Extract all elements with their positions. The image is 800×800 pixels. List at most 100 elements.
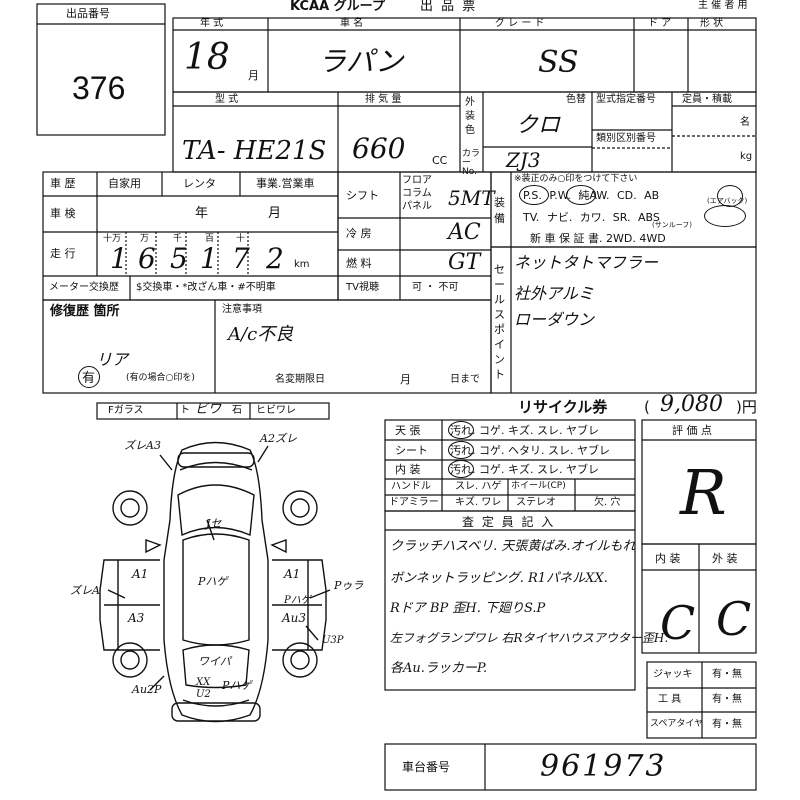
jack-value: 有・無 (712, 669, 742, 680)
handle-options: スレ. ハゲ (455, 481, 502, 492)
glass-stone: 石 (232, 405, 242, 416)
exterior-rating-value: C (716, 592, 752, 646)
tv-value: 可 ・ 不可 (412, 282, 459, 293)
org-name: KCAA グループ (290, 0, 385, 14)
shift-panel: パネル (402, 201, 432, 212)
fuel-value: GT (448, 250, 481, 275)
diagram-mark-15: Pハゲ (222, 679, 252, 692)
inspector-line-1: クラッチハスベリ. 天張黄ばみ.オイルもれ (390, 539, 636, 554)
inspector-line-5: 各Au.ラッカーP. (390, 661, 488, 676)
seat-label: シート (395, 444, 428, 457)
recycle-open: ( (644, 398, 650, 416)
unit-100k: 十万 (103, 234, 122, 244)
displacement-value: 660 (352, 132, 406, 165)
abs-circle (704, 205, 746, 227)
rating-value: R (680, 456, 727, 529)
spare-tire-label: スペアタイヤ (650, 719, 704, 729)
mileage-digit-2: 6 (138, 242, 156, 275)
mileage-digit-5: 7 (232, 242, 250, 275)
diagram-mark-7: Au3 (282, 611, 307, 625)
stereo-label: ステレオ (516, 497, 556, 508)
interior-label: 内 装 (395, 463, 421, 476)
glass-to: ト (180, 405, 190, 416)
diagram-mark-8: ズレA (70, 584, 100, 597)
ceiling-label: 天 張 (395, 424, 421, 437)
organizer-label: 主 催 者 用 (698, 0, 748, 11)
chassis-label: 車台番号 (402, 760, 451, 774)
spare-tire-value: 有・無 (712, 719, 742, 730)
deadline-label: 名変期限日 (275, 374, 325, 385)
year-value: 18 (184, 37, 230, 78)
shift-floor: フロア (402, 175, 432, 186)
inspection-year-unit: 年 (195, 206, 209, 221)
wheel-label: ホイール(CP) (511, 481, 566, 491)
diagram-mark-2: A2ズレ (260, 432, 297, 445)
cc-unit: CC (432, 154, 448, 167)
glass-mark: ビワ (195, 402, 222, 417)
color-code-value: ZJ3 (506, 148, 541, 172)
chassis-value: 961973 (540, 749, 667, 784)
kg-unit: kg (740, 151, 753, 162)
exterior-color-label: 外装色 (465, 97, 475, 136)
diagram-mark-10: Pハゲ (198, 575, 228, 588)
mirror-options: キズ. ワレ (455, 497, 502, 508)
repair-history-label: 修復歴 箇所 (50, 304, 120, 319)
jack-label: ジャッキ (653, 669, 693, 680)
inspector-line-2: ボンネットラッピング. R1パネルXX. (390, 571, 608, 586)
displacement-label: 排 気 量 (365, 94, 402, 105)
document-title: 出 品 票 (420, 0, 478, 14)
inspector-line-3: Rドア BP 歪H. 下廻りS.P (390, 601, 546, 616)
inspector-label: 査 定 員 記 入 (462, 515, 556, 529)
unit-1k: 千 (173, 234, 183, 244)
unit-100: 百 (205, 234, 215, 244)
color-change-label: 色替 (566, 94, 586, 105)
seat-options: 汚れ. コゲ. ヘタリ. スレ. ヤブレ (450, 444, 610, 457)
color-no-label: カラーNo. (462, 149, 481, 177)
handle-label: ハンドル (391, 481, 431, 492)
meter-options: $交換車・*改ざん車・#不明車 (136, 282, 276, 293)
pw-circle (566, 185, 596, 205)
equipment-note: ※装正のみ○印をつけて下さい (514, 174, 638, 184)
shift-column: コラム (402, 188, 432, 199)
deadline-month: 月 (400, 373, 411, 386)
model-name-value: ラパン (318, 45, 404, 78)
body-shape-label: 形 状 (700, 18, 724, 29)
history-private: 自家用 (108, 177, 141, 190)
unit-10: 十 (236, 234, 246, 244)
ceiling-options: 汚れ. コゲ. キズ. スレ. ヤブレ (450, 424, 599, 437)
glass-crack: ヒビワレ (256, 405, 296, 416)
stereo-options: 欠. 穴 (594, 497, 621, 508)
sunroof-sub: (サンルーフ) (652, 221, 693, 229)
class-number-label: 類別区別番号 (596, 133, 656, 144)
seat-circle (448, 441, 474, 459)
capacity-label: 定員・積載 (682, 94, 732, 105)
exterior-rating-label: 外 装 (712, 552, 738, 565)
history-business: 事業.営業車 (256, 177, 315, 190)
diagram-mark-5: A1 (284, 567, 301, 581)
equipment-label: 装備 (494, 196, 505, 225)
interior-rating-value: C (660, 596, 696, 650)
diagram-mark-16: Au2P (132, 683, 162, 696)
interior-options: 汚れ. コゲ. キズ. スレ. ヤブレ (450, 463, 599, 476)
type-approval-label: 型式指定番号 (596, 94, 656, 105)
inspection-label: 車 検 (50, 207, 76, 220)
tv-label: TV視聴 (346, 282, 379, 293)
km-unit: km (294, 259, 310, 270)
diagram-mark-17: U3P (322, 635, 344, 646)
month-unit: 月 (248, 69, 259, 82)
diagram-mark-11: Pハゲ (284, 595, 311, 606)
tool-value: 有・無 (712, 694, 742, 705)
grade-value: SS (538, 45, 579, 80)
caution-value: A/c不良 (228, 324, 294, 345)
inspector-line-4: 左フォグランプワレ 右Rタイヤハウスアウター歪H. (390, 631, 669, 645)
mileage-digit-4: 1 (200, 242, 218, 275)
model-name-label: 車 名 (340, 18, 364, 29)
unit-10k: 万 (140, 234, 150, 244)
mileage-digit-3: 5 (170, 242, 188, 275)
recycle-unit: )円 (736, 398, 757, 416)
ab-circle (717, 185, 743, 207)
diagram-mark-13: XX (196, 677, 211, 688)
diagram-mark-9: Pゥラ (334, 579, 364, 592)
